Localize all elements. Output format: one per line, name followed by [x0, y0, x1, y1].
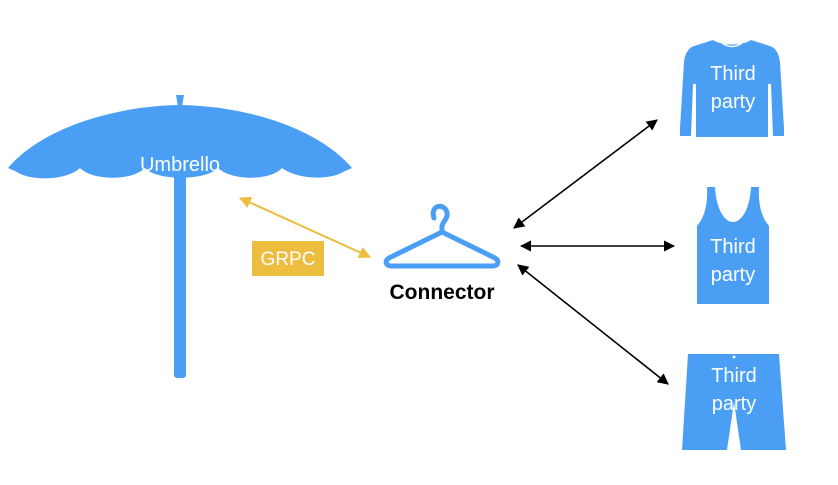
third-party-3-line1: Third — [711, 365, 757, 387]
hanger-icon — [383, 203, 501, 269]
third-party-2-line2: party — [711, 264, 755, 286]
third-party-1-line2: party — [711, 91, 755, 113]
umbrella-icon: Umbrello — [8, 95, 352, 378]
grpc-badge: GRPC — [252, 241, 324, 276]
tank-top-icon: Third party — [697, 187, 769, 304]
grpc-label: GRPC — [261, 249, 316, 270]
arrow-to-third-party-3 — [517, 264, 669, 385]
connector-label: Connector — [390, 281, 495, 304]
third-party-1-line1: Third — [710, 63, 756, 85]
grpc-connection-arrow — [238, 196, 372, 259]
arrow-to-third-party-1 — [513, 119, 658, 229]
umbrella-label: Umbrello — [140, 154, 220, 176]
third-party-2-line1: Third — [710, 236, 756, 258]
sweater-icon: Third party — [680, 40, 784, 137]
third-party-3-line2: party — [712, 393, 756, 415]
shorts-icon: Third party — [682, 354, 786, 450]
